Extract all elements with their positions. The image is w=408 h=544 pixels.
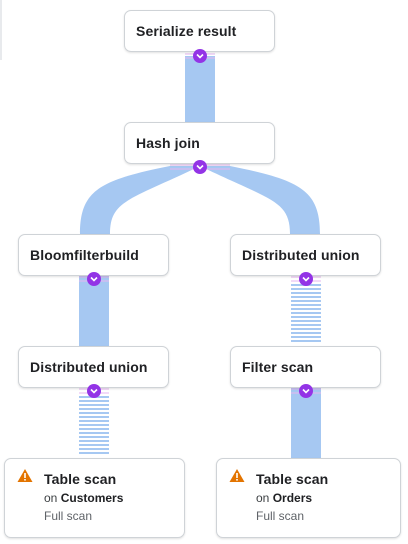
edge-distributed-union-left-to-bloomfilter — [79, 276, 109, 346]
scan-type: Full scan — [44, 509, 93, 523]
edge-table-scan-customers-to-distributed-union — [79, 396, 109, 454]
expand-bloomfilterbuild-chevron-icon[interactable] — [87, 272, 101, 286]
on-prefix: on — [44, 491, 58, 505]
node-serialize-result[interactable]: Serialize result — [124, 10, 275, 52]
edge-table-scan-orders-to-filter-scan — [291, 388, 321, 458]
node-label: Table scan — [44, 471, 117, 487]
edge-distributed-union-right-to-hash-join — [200, 166, 320, 234]
table-name: Customers — [60, 491, 124, 505]
table-ref: on Customers — [44, 491, 123, 505]
node-hash-join[interactable]: Hash join — [124, 122, 275, 164]
node-label: Serialize result — [136, 23, 237, 39]
panel-edge — [0, 0, 2, 60]
node-table-scan-customers[interactable]: Table scan on Customers Full scan — [4, 458, 185, 538]
expand-serialize-result-chevron-icon[interactable] — [193, 49, 207, 63]
node-label: Filter scan — [242, 359, 314, 375]
node-label: Distributed union — [30, 359, 148, 375]
node-label: Distributed union — [242, 247, 360, 263]
expand-distributed-union-left-chevron-icon[interactable] — [87, 384, 101, 398]
edge-hash-join-to-serialize — [185, 56, 215, 122]
node-label: Bloomfilterbuild — [30, 247, 139, 263]
node-distributed-union-right[interactable]: Distributed union — [230, 234, 381, 276]
node-table-scan-orders[interactable]: Table scan on Orders Full scan — [216, 458, 401, 538]
expand-distributed-union-right-chevron-icon[interactable] — [299, 272, 313, 286]
on-prefix: on — [256, 491, 270, 505]
expand-filter-scan-chevron-icon[interactable] — [299, 384, 313, 398]
node-label: Table scan — [256, 471, 329, 487]
expand-hash-join-chevron-icon[interactable] — [193, 160, 207, 174]
edge-filter-scan-to-distributed-union — [291, 284, 321, 342]
warning-triangle-icon — [17, 469, 33, 482]
node-bloomfilterbuild[interactable]: Bloomfilterbuild — [18, 234, 169, 276]
node-filter-scan[interactable]: Filter scan — [230, 346, 381, 388]
node-distributed-union-left[interactable]: Distributed union — [18, 346, 169, 388]
table-name: Orders — [272, 491, 313, 505]
node-label: Hash join — [136, 135, 200, 151]
edge-bloomfilter-to-hash-join — [80, 166, 200, 234]
warning-triangle-icon — [229, 469, 245, 482]
scan-type: Full scan — [256, 509, 305, 523]
table-ref: on Orders — [256, 491, 312, 505]
